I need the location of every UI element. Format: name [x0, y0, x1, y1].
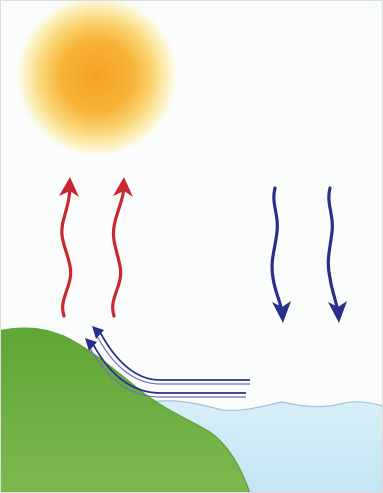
- sun-icon: [15, 0, 179, 158]
